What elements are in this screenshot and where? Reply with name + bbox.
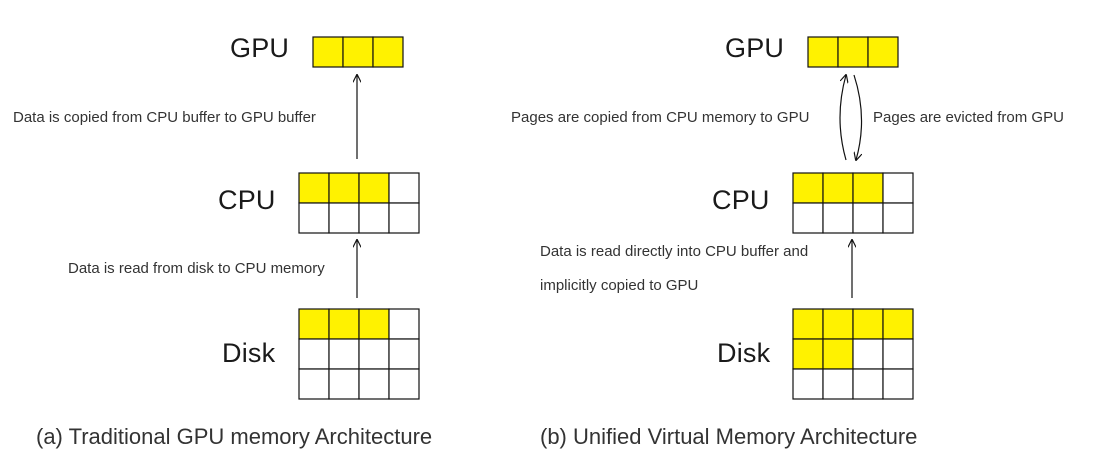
empty-memory-cell: [852, 338, 884, 370]
disk-to-cpu-read-label-line1: Data is read directly into CPU buffer an…: [540, 243, 809, 260]
empty-memory-cell: [792, 368, 824, 400]
filled-memory-cell: [792, 338, 824, 370]
empty-memory-cell: [882, 368, 914, 400]
cpu-to-gpu-pages-label: Pages are copied from CPU memory to GPU: [511, 109, 810, 126]
filled-memory-cell: [372, 36, 404, 68]
cpu-memory-grid: [298, 172, 420, 234]
disk-to-cpu-read-label: Data is read from disk to CPU memory: [68, 260, 325, 277]
empty-memory-cell: [388, 202, 420, 234]
cpu-label: CPU: [712, 185, 770, 215]
empty-memory-cell: [328, 368, 360, 400]
disk-storage-grid: [792, 308, 914, 400]
cpu-memory-grid: [792, 172, 914, 234]
cpu-label: CPU: [218, 185, 276, 215]
empty-memory-cell: [358, 368, 390, 400]
empty-memory-cell: [298, 338, 330, 370]
caption-a: (a) Traditional GPU memory Architecture: [36, 424, 433, 449]
empty-memory-cell: [882, 202, 914, 234]
filled-memory-cell: [807, 36, 839, 68]
filled-memory-cell: [837, 36, 869, 68]
filled-memory-cell: [328, 308, 360, 340]
cpu-to-gpu-copy-label: Data is copied from CPU buffer to GPU bu…: [13, 109, 316, 126]
disk-label: Disk: [717, 338, 771, 368]
empty-memory-cell: [882, 338, 914, 370]
empty-memory-cell: [822, 368, 854, 400]
filled-memory-cell: [822, 308, 854, 340]
empty-memory-cell: [822, 202, 854, 234]
disk-label: Disk: [222, 338, 276, 368]
arrow-gpu-to-cpu-curved: [853, 74, 862, 160]
gpu-eviction-label: Pages are evicted from GPU: [873, 109, 1064, 126]
filled-memory-cell: [342, 36, 374, 68]
gpu-memory-grid: [312, 36, 404, 68]
arrow-cpu-to-gpu-curved: [839, 75, 846, 161]
empty-memory-cell: [328, 338, 360, 370]
disk-to-cpu-read-label-line2: implicitly copied to GPU: [540, 277, 699, 294]
empty-memory-cell: [388, 368, 420, 400]
empty-memory-cell: [358, 338, 390, 370]
caption-b: (b) Unified Virtual Memory Architecture: [540, 424, 918, 449]
filled-memory-cell: [358, 308, 390, 340]
empty-memory-cell: [298, 202, 330, 234]
empty-memory-cell: [358, 202, 390, 234]
empty-memory-cell: [388, 338, 420, 370]
filled-memory-cell: [312, 36, 344, 68]
gpu-memory-grid: [807, 36, 899, 68]
gpu-label: GPU: [725, 33, 785, 63]
filled-memory-cell: [867, 36, 899, 68]
filled-memory-cell: [328, 172, 360, 204]
disk-storage-grid: [298, 308, 420, 400]
gpu-label: GPU: [230, 33, 290, 63]
